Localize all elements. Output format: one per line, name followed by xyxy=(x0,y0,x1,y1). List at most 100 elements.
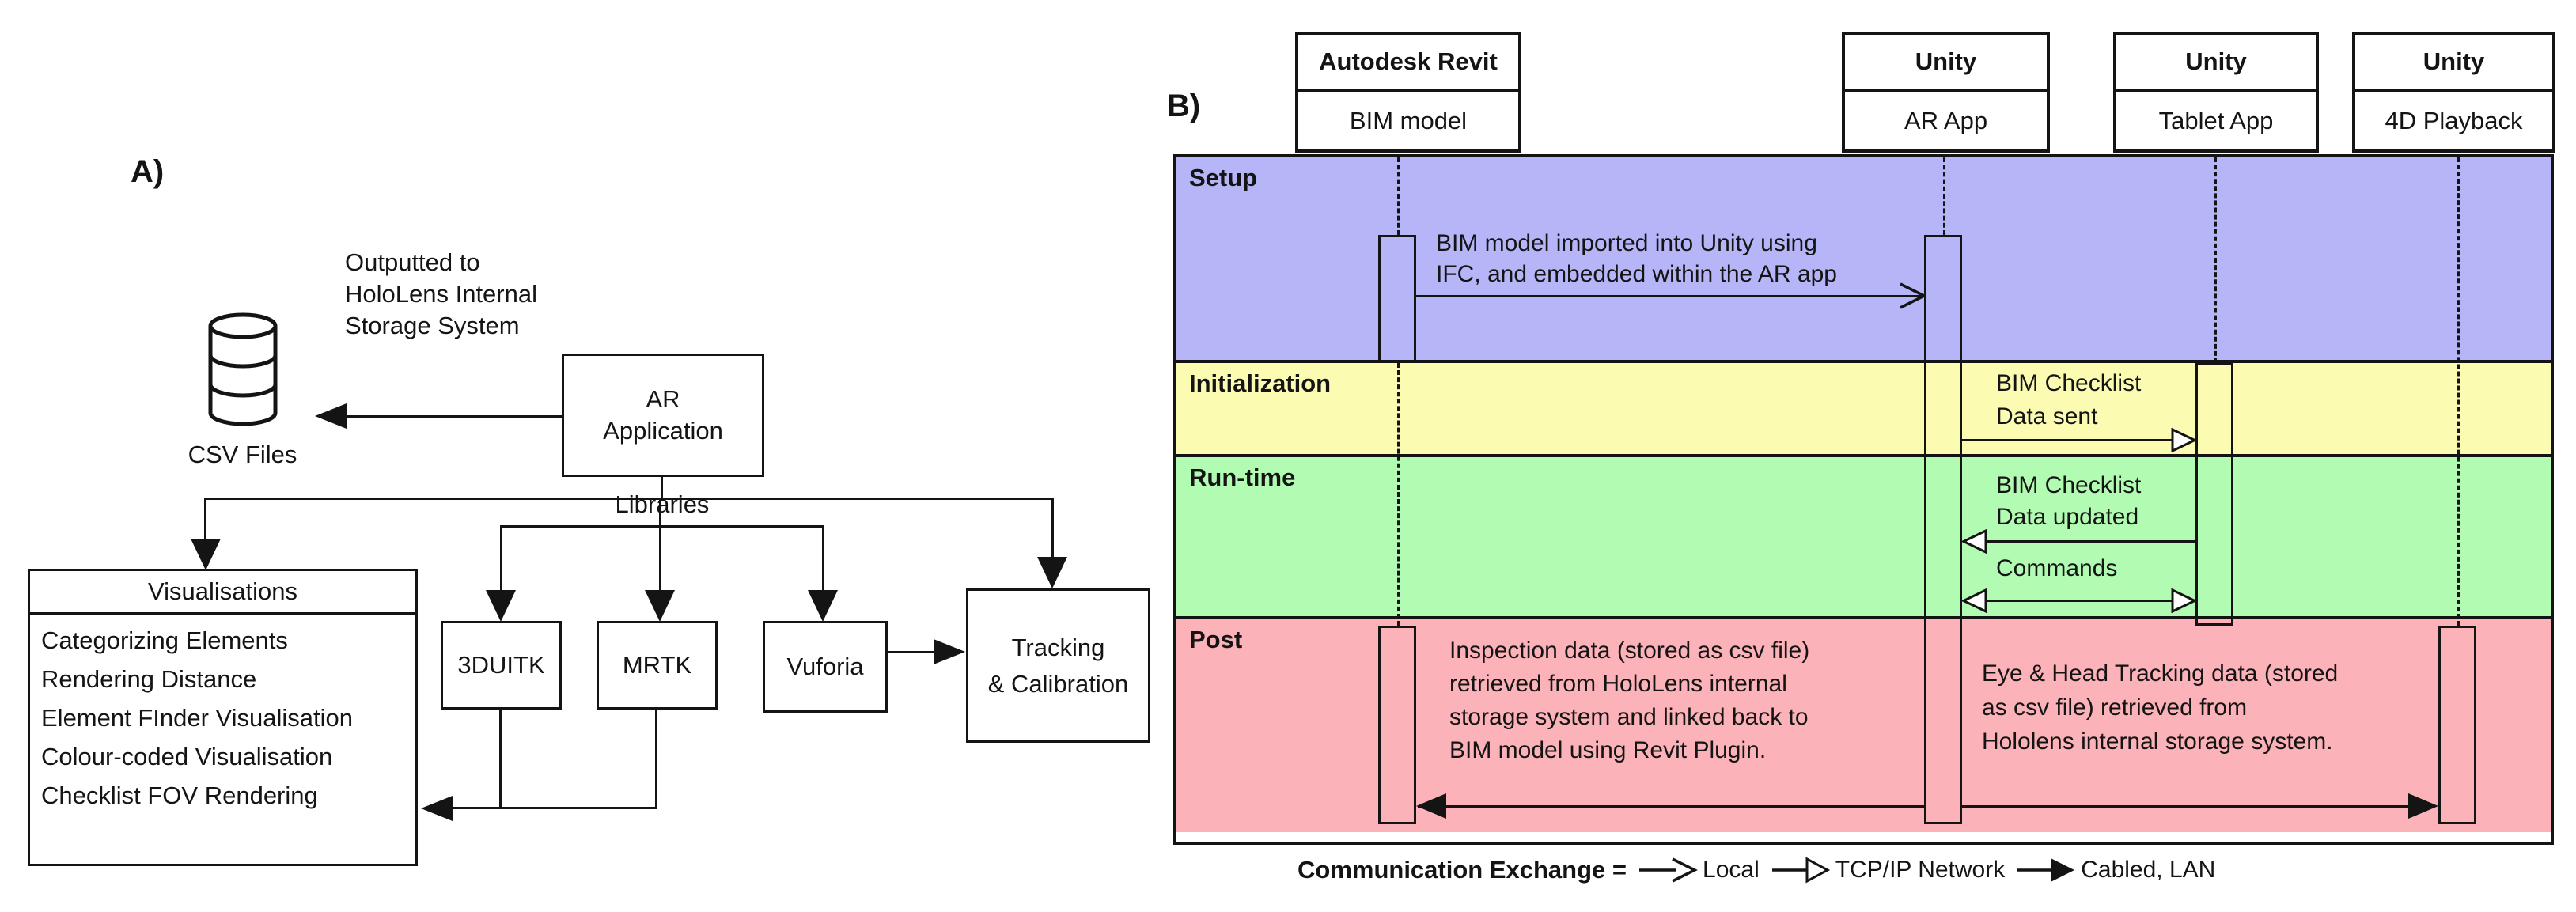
legend: Communication Exchange = Local TCP/IP Ne… xyxy=(1297,856,2215,884)
visualisations-box: Visualisations Categorizing Elements Ren… xyxy=(28,569,418,866)
actor-component-name: BIM model xyxy=(1349,106,1468,134)
lane-label: Post xyxy=(1189,626,1243,653)
actor-tool-name: Unity xyxy=(1845,35,2047,92)
connector-line xyxy=(661,476,663,500)
lane-post: Post xyxy=(1176,616,2551,832)
sequence-table: Setup Initialization Run-time Post xyxy=(1173,154,2554,845)
connector-line xyxy=(499,710,502,809)
lifeline-4d-playback xyxy=(2457,157,2460,626)
libraries-line xyxy=(500,525,824,528)
hollow-arrowhead-right-icon xyxy=(2171,428,2196,452)
visualisation-item: Element FInder Visualisation xyxy=(41,704,354,732)
filled-arrowhead-right-icon xyxy=(934,639,965,664)
legend-item-local: Local xyxy=(1638,856,1760,884)
actor-tool-name: Unity xyxy=(2116,35,2316,92)
filled-arrowhead-down-icon xyxy=(191,539,221,570)
message-text-post-left: Inspection data (stored as csv file) ret… xyxy=(1449,638,1810,763)
box-mrtk: MRTK xyxy=(597,621,718,710)
connector-line xyxy=(1051,498,1054,559)
message-text-init: BIM Checklist Data sent xyxy=(1996,370,2142,430)
open-arrowhead-right-icon xyxy=(1900,282,1926,309)
legend-label: Local xyxy=(1703,857,1760,883)
message-line-post-left xyxy=(1418,805,1924,808)
lane-label: Initialization xyxy=(1189,369,1332,397)
legend-hollow-arrow-icon xyxy=(1771,857,1830,884)
activation-bar-bim-setup xyxy=(1378,235,1416,363)
connector-line xyxy=(659,498,661,592)
message-text-runtime-update: BIM Checklist Data updated xyxy=(1996,472,2142,530)
activation-bar-4d-playback xyxy=(2438,626,2476,824)
legend-filled-arrow-icon xyxy=(2017,858,2075,882)
filled-arrowhead-left-icon xyxy=(1416,793,1446,819)
outputted-note: Outputted to HoloLens Internal Storage S… xyxy=(345,248,537,339)
legend-item-cabled-lan: Cabled, LAN xyxy=(2016,856,2215,884)
lane-initialization: Initialization xyxy=(1176,360,2551,454)
actor-component-name: 4D Playback xyxy=(2385,106,2523,134)
lane-label: Setup xyxy=(1189,164,1258,191)
connector-line xyxy=(451,807,657,809)
legend-label: Cabled, LAN xyxy=(2081,857,2216,883)
visualisation-item: Checklist FOV Rendering xyxy=(41,781,318,809)
message-line-runtime-update xyxy=(1986,540,2196,543)
filled-arrowhead-down-icon xyxy=(645,590,675,622)
actor-tool-name: Unity xyxy=(2355,35,2552,92)
activation-bar-tablet-app xyxy=(2195,363,2233,626)
box-tracking-calibration: Tracking & Calibration xyxy=(966,588,1150,743)
visualisations-title: Visualisations xyxy=(30,571,415,615)
message-line-post-right xyxy=(1962,805,2410,808)
ar-application-box: AR Application xyxy=(562,354,764,477)
lane-run-time: Run-time xyxy=(1176,454,2551,616)
lifeline-ar-app xyxy=(1943,157,1945,235)
hollow-arrowhead-left-icon xyxy=(1962,588,1987,613)
message-text-commands: Commands xyxy=(1996,555,2118,581)
lane-label: Run-time xyxy=(1189,464,1296,491)
message-text-post-right: Eye & Head Tracking data (stored as csv … xyxy=(1982,660,2339,755)
libraries-label: Libraries xyxy=(615,490,710,518)
lifeline-bim-model xyxy=(1397,363,1400,626)
message-line-setup xyxy=(1416,295,1926,297)
database-icon xyxy=(208,312,278,426)
actor-header-4d-playback: Unity 4D Playback xyxy=(2352,32,2555,153)
lifeline-tablet-app xyxy=(2214,157,2217,363)
filled-arrowhead-left-icon xyxy=(315,403,347,429)
arrow-line-vuforia-tracking xyxy=(888,651,935,653)
activation-bar-bim-post xyxy=(1378,626,1416,824)
actor-header-ar-app: Unity AR App xyxy=(1842,32,2050,153)
part-a-label: A) xyxy=(131,154,165,189)
actor-header-bim-model: Autodesk Revit BIM model xyxy=(1295,32,1521,153)
hollow-arrowhead-left-icon xyxy=(1962,529,1987,554)
actor-tool-name: Autodesk Revit xyxy=(1298,35,1518,92)
connector-line xyxy=(822,525,824,592)
csv-files-label: CSV Files xyxy=(188,441,297,468)
filled-arrowhead-right-icon xyxy=(2408,793,2438,819)
legend-label: TCP/IP Network xyxy=(1835,857,2006,883)
box-vuforia: Vuforia xyxy=(763,621,888,713)
box-3duitk: 3DUITK xyxy=(441,621,562,710)
filled-arrowhead-down-icon xyxy=(486,590,516,622)
branch-line xyxy=(206,498,1054,500)
actor-header-tablet-app: Unity Tablet App xyxy=(2113,32,2319,153)
connector-line xyxy=(500,525,502,592)
legend-item-tcpip: TCP/IP Network xyxy=(1771,856,2006,884)
connector-line xyxy=(204,498,206,542)
connector-line xyxy=(655,710,657,809)
visualisation-item: Categorizing Elements xyxy=(41,626,288,654)
part-b-label: B) xyxy=(1167,89,1201,123)
message-text-setup: BIM model imported into Unity using IFC,… xyxy=(1436,230,1837,287)
filled-arrowhead-down-icon xyxy=(1037,557,1067,588)
legend-title: Communication Exchange = xyxy=(1297,856,1627,884)
lane-setup: Setup xyxy=(1176,157,2551,360)
filled-arrowhead-down-icon xyxy=(808,590,838,622)
filled-arrowhead-left-icon xyxy=(421,796,453,821)
actor-component-name: Tablet App xyxy=(2158,106,2274,134)
hollow-arrowhead-right-icon xyxy=(2171,588,2196,613)
visualisation-item: Rendering Distance xyxy=(41,665,257,693)
actor-component-name: AR App xyxy=(1904,106,1988,134)
visualisation-item: Colour-coded Visualisation xyxy=(41,743,333,770)
message-line-commands xyxy=(1984,600,2174,602)
activation-bar-ar-app xyxy=(1924,235,1962,824)
legend-open-arrow-icon xyxy=(1639,857,1698,883)
arrow-line-to-csv xyxy=(345,415,562,418)
lifeline-bim-model xyxy=(1397,157,1400,235)
